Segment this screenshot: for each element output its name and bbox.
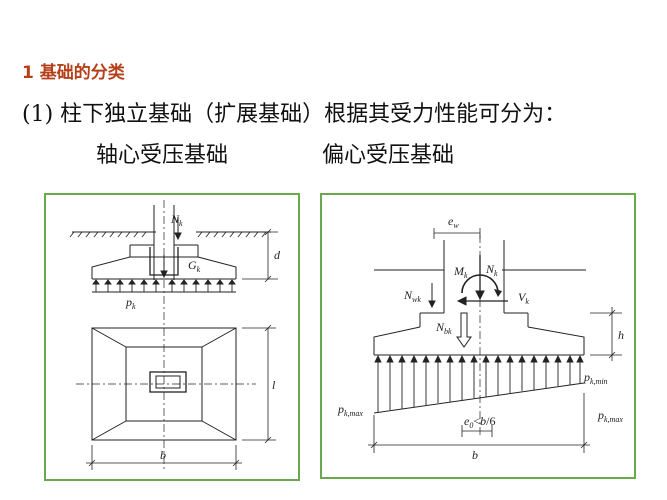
label-nbk: Nbk: [435, 320, 452, 336]
label-axial: 轴心受压基础: [96, 143, 229, 168]
left-diagram-panel: Nk Gk pk d l b: [44, 193, 300, 481]
label-gk: Gk: [188, 258, 201, 274]
label-pkmax-left: pk,max: [337, 402, 363, 418]
subtitle-line: (1) 柱下独立基础（扩展基础）根据其受力性能可分为：: [22, 102, 567, 127]
label-ew: ew: [448, 214, 459, 230]
label-e0: e0<b/6: [464, 414, 495, 430]
label-pkmax-right: pk,max: [597, 408, 623, 424]
section-heading: 1 基础的分类: [22, 63, 125, 83]
label-nwk: Nwk: [403, 288, 421, 304]
label-nk-right: Nk: [485, 262, 498, 278]
label-l: l: [272, 378, 276, 392]
axial-footing-diagram: Nk Gk pk d l b: [69, 200, 281, 470]
right-diagram-panel: ew Mk Nk Nwk Vk Nbk h pk,min pk,max pk,m…: [320, 193, 636, 479]
eccentric-footing-diagram: ew Mk Nk Nwk Vk Nbk h pk,min pk,max pk,m…: [337, 214, 624, 462]
label-pk: pk: [125, 295, 136, 311]
label-mk: Mk: [453, 264, 468, 280]
label-b-right: b: [472, 448, 478, 462]
label-h: h: [618, 328, 624, 342]
label-eccentric: 偏心受压基础: [322, 143, 455, 168]
label-nk: Nk: [170, 212, 183, 228]
label-pkmin: pk,min: [583, 370, 608, 386]
label-vk: Vk: [518, 290, 529, 306]
label-d: d: [274, 248, 281, 262]
label-b: b: [160, 448, 166, 462]
